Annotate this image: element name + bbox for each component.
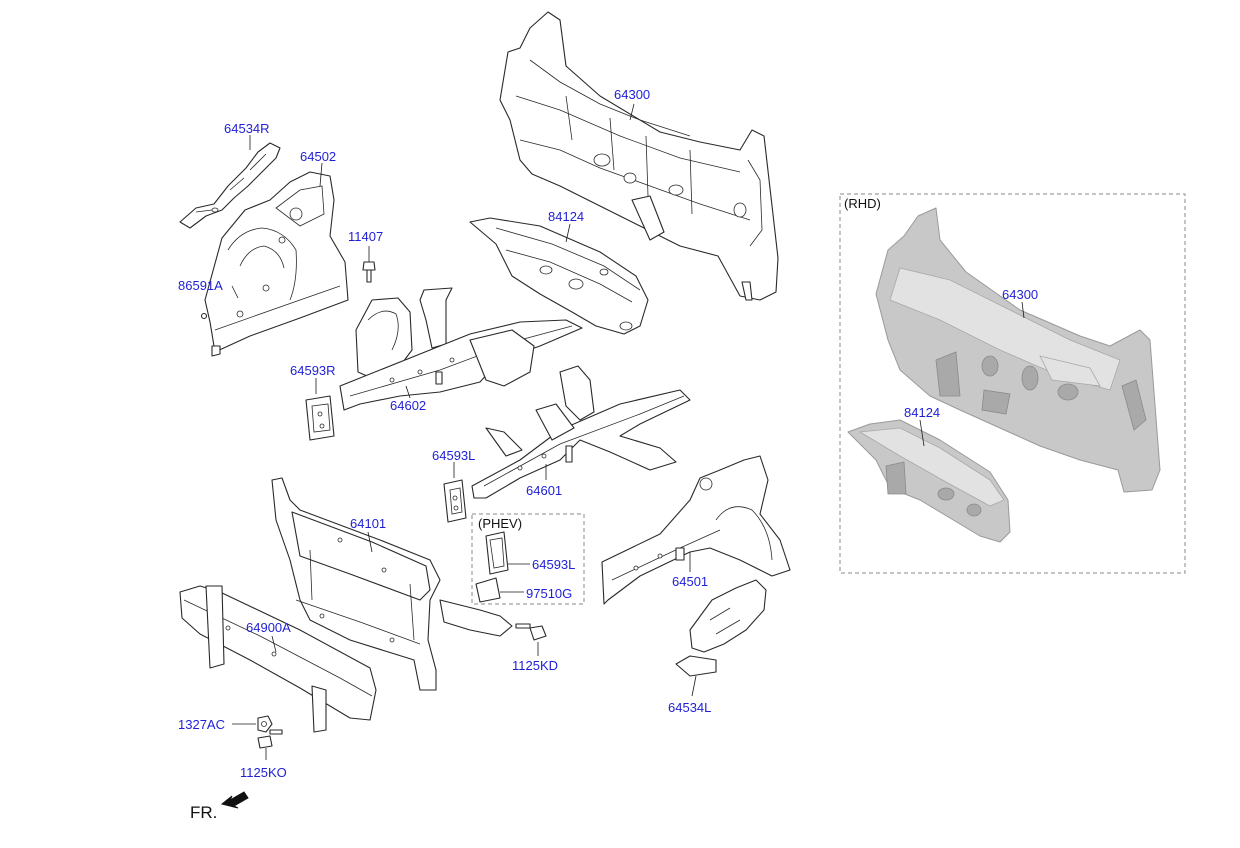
label-84124[interactable]: 84124	[548, 209, 585, 224]
label-1125KD[interactable]: 1125KD	[512, 658, 559, 673]
nut-1327AC-drawing	[232, 715, 273, 733]
rhd-84124-drawing	[847, 419, 1011, 543]
label-86591A[interactable]: 86591A	[178, 278, 223, 293]
part-64534R-drawing	[179, 142, 281, 229]
phev-parts-drawing	[475, 531, 530, 603]
front-direction-label: FR.	[190, 803, 218, 822]
label-64601[interactable]: 64601	[526, 483, 563, 498]
label-64900A[interactable]: 64900A	[246, 620, 291, 635]
phev-group-label: (PHEV)	[478, 516, 523, 531]
label-64593L[interactable]: 64593L	[432, 448, 476, 463]
label-11407[interactable]: 11407	[348, 229, 384, 244]
label-rhd-84124[interactable]: 84124	[904, 405, 941, 420]
part-64101-drawing	[271, 477, 513, 691]
part-64593L-drawing	[443, 462, 467, 523]
label-1327AC[interactable]: 1327AC	[178, 717, 225, 732]
label-64300[interactable]: 64300	[614, 87, 651, 102]
label-1125KO[interactable]: 1125KO	[240, 765, 287, 780]
label-64602[interactable]: 64602	[390, 398, 427, 413]
rhd-group-label: (RHD)	[844, 196, 881, 211]
bolt-1125KD-drawing	[515, 623, 547, 656]
part-64501-drawing	[601, 455, 791, 605]
part-64900A-drawing	[179, 585, 377, 733]
rhd-64300-drawing	[875, 207, 1161, 493]
bolt-1125KO-drawing	[257, 729, 283, 760]
part-64602-drawing	[339, 287, 583, 411]
part-64601-drawing	[471, 365, 691, 499]
label-64593R[interactable]: 64593R	[290, 363, 336, 378]
label-64501[interactable]: 64501	[672, 574, 709, 589]
label-rhd-64300[interactable]: 64300	[1002, 287, 1039, 302]
label-64502[interactable]: 64502	[300, 149, 337, 164]
label-phev-64593L[interactable]: 64593L	[532, 557, 576, 572]
part-84124-drawing	[469, 217, 649, 335]
label-64534R[interactable]: 64534R	[224, 121, 270, 136]
part-64502-drawing	[204, 171, 349, 357]
front-arrow-icon	[220, 791, 249, 809]
part-64300-drawing	[499, 11, 779, 301]
label-64534L[interactable]: 64534L	[668, 700, 712, 715]
part-64534L-drawing	[675, 579, 767, 677]
bolt-11407-drawing	[362, 246, 376, 283]
label-phev-97510G[interactable]: 97510G	[526, 586, 573, 601]
label-64101[interactable]: 64101	[350, 516, 387, 531]
part-64593R-drawing	[305, 378, 335, 441]
